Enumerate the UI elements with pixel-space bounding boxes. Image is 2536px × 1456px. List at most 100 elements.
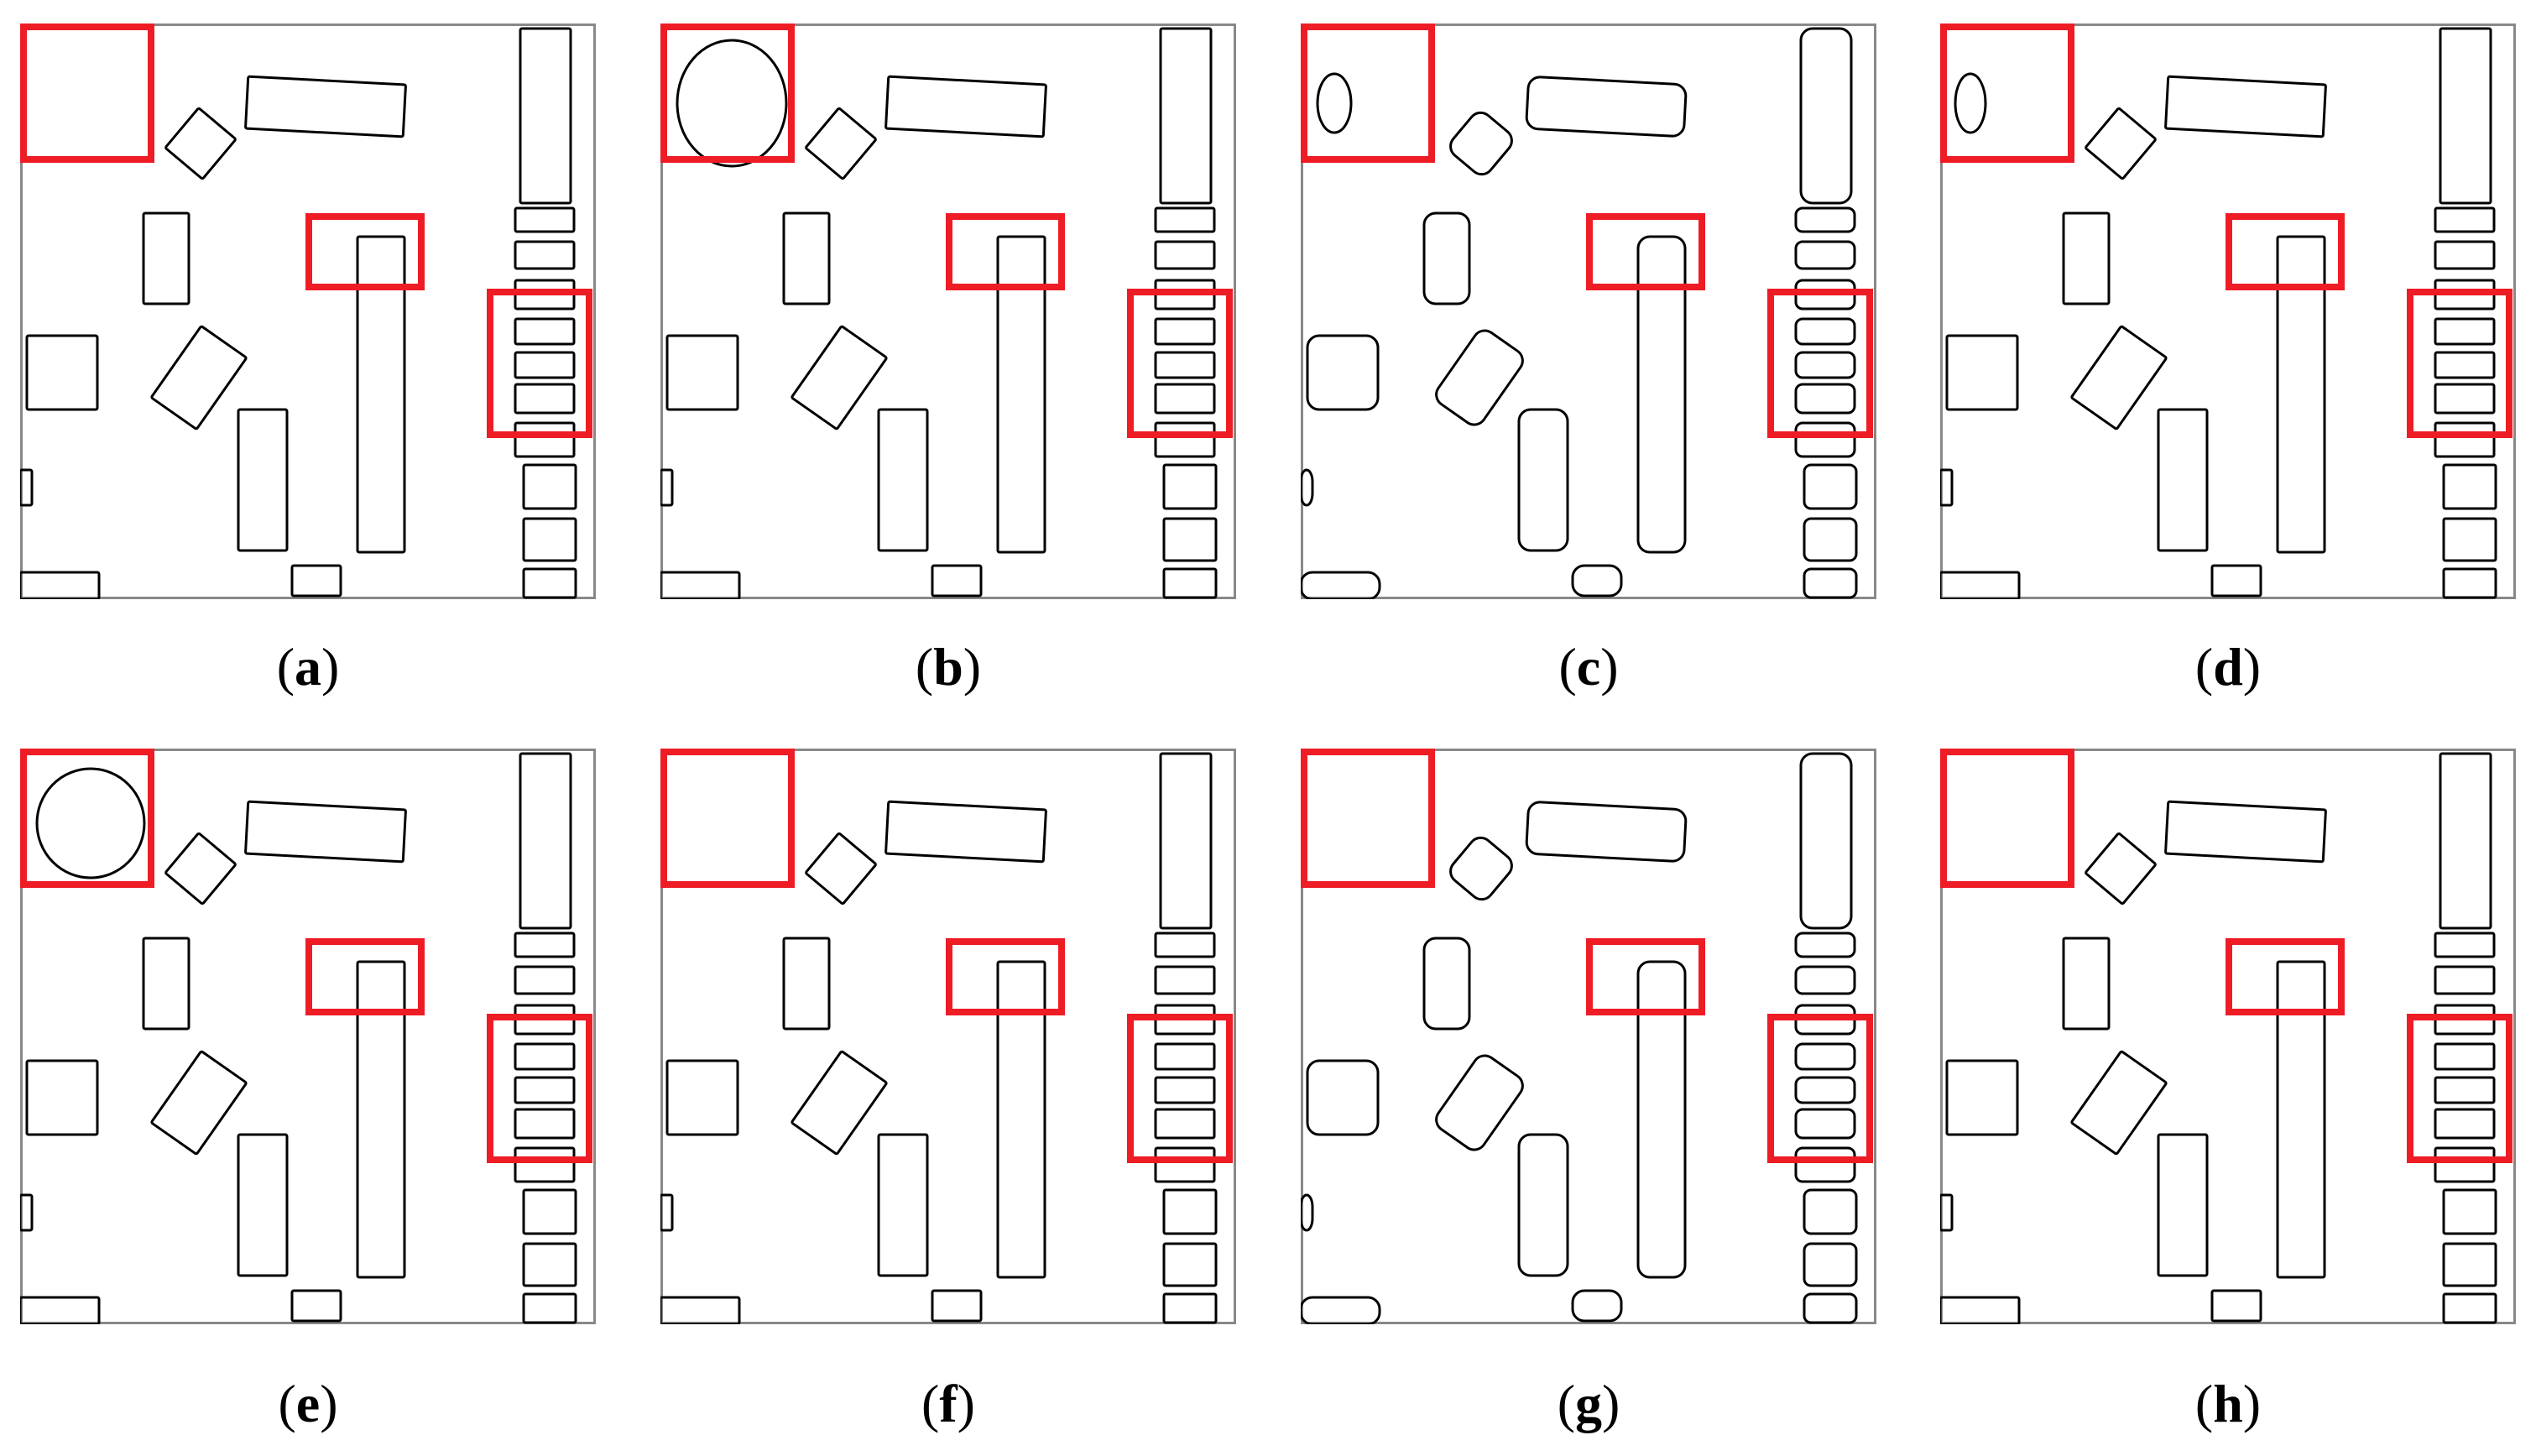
panel-a-column-block-4 bbox=[514, 317, 576, 346]
panel-g-column-block-7 bbox=[1794, 1146, 1856, 1183]
panel-h-image bbox=[1940, 749, 2516, 1324]
panel-a-highlight-box-3 bbox=[487, 289, 592, 438]
panel-c-building-j bbox=[1301, 468, 1314, 507]
panel-f-image bbox=[660, 749, 1236, 1324]
panel-d-column-block-8 bbox=[2442, 463, 2497, 510]
panel-h-highlight-box-1 bbox=[1940, 749, 2074, 888]
panel-c-building-f bbox=[1517, 408, 1569, 552]
panel-d-building-i bbox=[1940, 571, 2021, 599]
panel-a-column-block-8 bbox=[522, 463, 577, 510]
panel-c bbox=[1301, 23, 1876, 599]
panel-h-building-g bbox=[2276, 960, 2326, 1279]
panel-e-highlight-box-1 bbox=[20, 749, 154, 888]
panel-g-building-k bbox=[1799, 752, 1853, 930]
panel-b-building-i bbox=[660, 571, 741, 599]
panel-c-column-block-4 bbox=[1794, 317, 1856, 346]
caption-g: (g) bbox=[1557, 1374, 1620, 1433]
panel-g-column-block-6 bbox=[1794, 1108, 1856, 1140]
panel-e-building-d bbox=[25, 1059, 99, 1136]
panel-c-column-block-7 bbox=[1794, 421, 1856, 458]
panel-g-column-block-5 bbox=[1794, 1076, 1856, 1104]
panel-g-image bbox=[1301, 749, 1876, 1324]
panel-d-frame bbox=[1940, 23, 2516, 599]
panel-a-building-k bbox=[519, 27, 572, 205]
panel-d-building-j bbox=[1940, 468, 1954, 507]
panel-b-column-block-7 bbox=[1154, 421, 1216, 458]
panel-g-highlight-box-3 bbox=[1767, 1014, 1873, 1163]
caption-h: (h) bbox=[2194, 1374, 2262, 1433]
panel-e-building-f bbox=[237, 1133, 289, 1277]
panel-e-highlight-box-3 bbox=[487, 1014, 592, 1163]
panel-h-column-block-9 bbox=[2442, 1242, 2497, 1287]
panel-c-column-block-2 bbox=[1794, 240, 1856, 270]
panel-g-column-block-10 bbox=[1803, 1292, 1858, 1324]
panel-c-building-b bbox=[1525, 76, 1688, 138]
panel-b-column-block-2 bbox=[1154, 240, 1216, 270]
panel-c-building-k bbox=[1799, 27, 1853, 205]
panel-a-highlight-box-2 bbox=[305, 213, 425, 290]
panel-c-building-c bbox=[1449, 111, 1513, 176]
panel-b-building-f bbox=[877, 408, 929, 552]
panel-a-frame bbox=[20, 23, 596, 599]
panel-d-building-g bbox=[2276, 235, 2326, 554]
panel-c-column-block-5 bbox=[1794, 351, 1856, 379]
panel-f-column-block-7 bbox=[1154, 1146, 1216, 1183]
panel-c-column-block-1 bbox=[1794, 206, 1856, 233]
panel-e-building-k bbox=[519, 752, 572, 930]
panel-h-column-block-5 bbox=[2434, 1076, 2496, 1104]
panel-g-building-d bbox=[1306, 1059, 1380, 1136]
panel-d bbox=[1940, 23, 2516, 599]
panel-g-building-c bbox=[1449, 836, 1513, 901]
panel-d-column-block-2 bbox=[2434, 240, 2496, 270]
caption-d: (d) bbox=[2194, 637, 2262, 697]
panel-c-column-block-8 bbox=[1803, 463, 1858, 510]
panel-f-column-block-10 bbox=[1162, 1292, 1218, 1324]
panel-a-building-h bbox=[290, 564, 342, 598]
panel-a-image bbox=[20, 23, 596, 599]
panel-b-highlight-box-2 bbox=[946, 213, 1065, 290]
panel-f-column-block-4 bbox=[1154, 1042, 1216, 1071]
caption-h-label: h bbox=[2213, 1374, 2243, 1433]
panel-a-building-b bbox=[244, 75, 407, 138]
panel-e-column-block-8 bbox=[522, 1188, 577, 1235]
panel-f-building-g bbox=[996, 960, 1046, 1279]
panel-c-highlight-box-1 bbox=[1301, 23, 1435, 163]
caption-d-label: d bbox=[2213, 637, 2243, 697]
panel-e-column-block-1 bbox=[514, 932, 576, 958]
panel-f-building-d bbox=[665, 1059, 739, 1136]
panel-f-building-e bbox=[791, 1050, 888, 1156]
panel-e-building-g bbox=[356, 960, 406, 1279]
panel-g-building-e bbox=[1435, 1054, 1524, 1151]
panel-h-highlight-box-3 bbox=[2407, 1014, 2513, 1163]
panel-h-building-h bbox=[2210, 1289, 2262, 1323]
panel-b-extra-blob-1 bbox=[676, 39, 788, 168]
panel-h bbox=[1940, 749, 2516, 1324]
caption-e-label: e bbox=[295, 1374, 321, 1433]
caption-b: (b) bbox=[915, 637, 982, 697]
panel-h-building-k bbox=[2439, 752, 2492, 930]
panel-d-building-a bbox=[2062, 211, 2111, 305]
panel-f-highlight-box-1 bbox=[660, 749, 795, 888]
panel-c-building-h bbox=[1571, 564, 1623, 598]
panel-g-column-block-9 bbox=[1803, 1242, 1858, 1287]
panel-b-building-d bbox=[665, 334, 739, 411]
panel-b-building-e bbox=[791, 325, 888, 431]
panel-d-column-block-6 bbox=[2434, 383, 2496, 415]
panel-f-column-block-9 bbox=[1162, 1242, 1218, 1287]
panel-e-image bbox=[20, 749, 596, 1324]
panel-h-building-e bbox=[2070, 1050, 2168, 1156]
panel-a-column-block-6 bbox=[514, 383, 576, 415]
panel-d-extra-blob-1 bbox=[1954, 72, 1987, 134]
panel-e-building-h bbox=[290, 1289, 342, 1323]
panel-d-column-block-10 bbox=[2442, 567, 2497, 599]
panel-b-building-g bbox=[996, 235, 1046, 554]
panel-d-building-k bbox=[2439, 27, 2492, 205]
panel-f-building-h bbox=[931, 1289, 983, 1323]
panel-h-highlight-box-2 bbox=[2226, 938, 2345, 1015]
panel-a-building-g bbox=[356, 235, 406, 554]
panel-e-column-block-9 bbox=[522, 1242, 577, 1287]
panel-b-column-block-8 bbox=[1162, 463, 1218, 510]
panel-d-building-b bbox=[2164, 75, 2327, 138]
panel-b-column-block-10 bbox=[1162, 567, 1218, 599]
